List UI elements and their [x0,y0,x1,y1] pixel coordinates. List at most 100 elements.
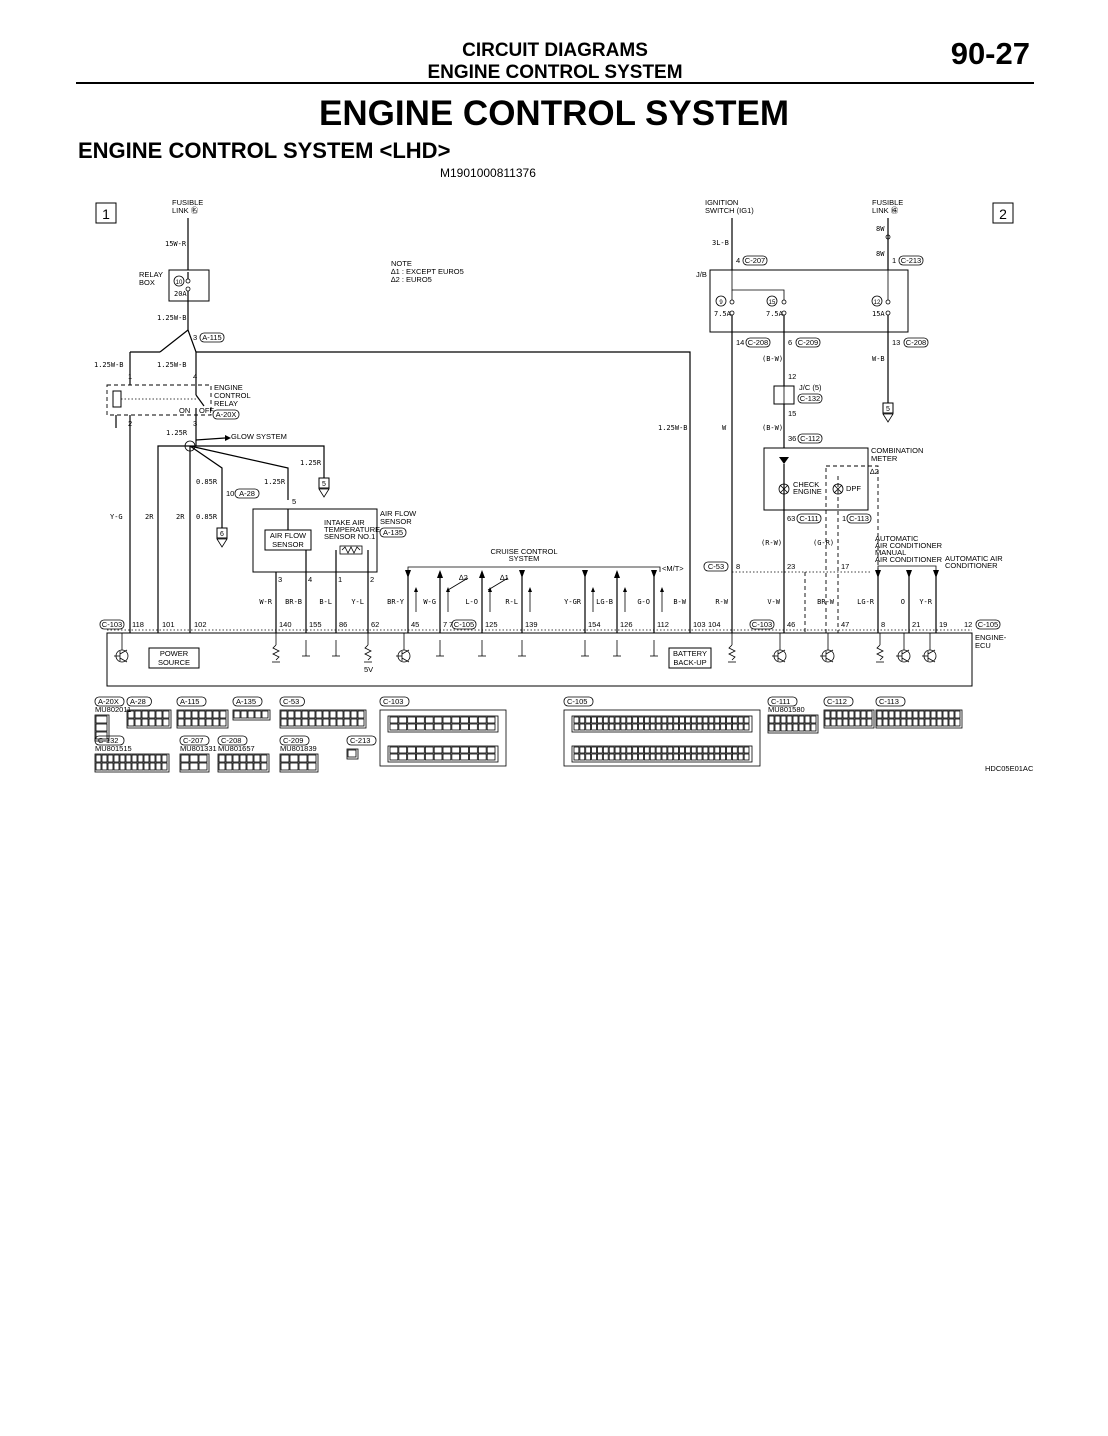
svg-text:3: 3 [193,419,197,428]
ecu-wire-103: B-W 103 [673,598,705,629]
svg-text:AIR FLOW: AIR FLOW [270,531,307,540]
svg-text:RELAY: RELAY [139,270,163,279]
svg-text:C-53: C-53 [283,697,299,706]
svg-text:5: 5 [292,497,296,506]
svg-text:METER: METER [871,454,898,463]
svg-text:2: 2 [370,575,374,584]
svg-text:Y-G: Y-G [110,513,123,521]
cruise-control-system: CRUISE CONTROL SYSTEM <M/T> ∆2 ∆1 [407,547,684,591]
svg-text:A-20X: A-20X [98,697,119,706]
svg-text:A-20X: A-20X [216,410,237,419]
svg-text:DPF: DPF [846,484,861,493]
svg-text:(B-W): (B-W) [762,355,783,363]
svg-text:C-111: C-111 [771,697,790,706]
ecu-pin-label: 45 [411,620,419,629]
svg-text:118: 118 [132,620,144,629]
section-title: CIRCUIT DIAGRAMS [462,40,648,61]
section-header: CIRCUIT DIAGRAMS ENGINE CONTROL SYSTEM [400,40,710,84]
svg-text:FUSIBLE: FUSIBLE [872,198,903,207]
engine-ecu: ENGINE- ECU C-103 118 101 102 POWER SOUR… [99,619,1007,687]
svg-text:(B-W): (B-W) [762,424,783,432]
svg-text:CONTROL: CONTROL [214,391,251,400]
svg-text:101: 101 [162,620,175,629]
svg-text:OFF: OFF [199,406,214,415]
ecu-wire-7: W-G 7 [423,570,450,633]
ecu-wire-46: V-W46 [767,598,795,629]
svg-text:1.25R: 1.25R [300,459,322,467]
ecu-pin-label: 112 [657,620,669,629]
svg-text:J/C (5): J/C (5) [799,383,822,392]
header-rule [76,82,1034,84]
svg-text:8: 8 [736,562,740,571]
relay-box: RELAY BOX 10 20A [139,269,210,302]
reference-code: M1901000811376 [440,166,536,180]
svg-text:C-112: C-112 [800,434,820,443]
connector-face-a-135: A-135 [232,696,271,721]
svg-text:MU801839: MU801839 [280,744,317,753]
ecu-wire-group: W-R140BR-B155B-L86Y-L62BR-Y45W-G7L-O125R… [259,570,947,633]
svg-text:SENSOR: SENSOR [380,517,412,526]
svg-text:1.25R: 1.25R [166,429,188,437]
svg-text:1.25R: 1.25R [264,478,286,486]
svg-text:A-28: A-28 [130,697,146,706]
svg-text:C-213: C-213 [350,736,370,745]
wire-color-label: B-W [673,598,686,606]
svg-text:4: 4 [193,372,197,381]
svg-text:MU801331: MU801331 [180,744,217,753]
svg-text:10: 10 [176,280,183,286]
svg-text:C-112: C-112 [827,697,847,706]
svg-text:∆2 : EURO5: ∆2 : EURO5 [391,275,432,284]
svg-text:20A: 20A [174,290,187,298]
svg-text:C-103: C-103 [383,697,403,706]
ecu-pin-label: 8 [881,620,885,629]
ecu-pin-label: 125 [485,620,498,629]
svg-text:C-209: C-209 [283,736,303,745]
svg-text:C-209: C-209 [798,338,818,347]
svg-text:5: 5 [886,406,890,413]
wire-color-label: B-L [319,598,332,606]
wire-color-label: W-G [423,598,436,606]
svg-text:A-115: A-115 [180,697,199,706]
ecu-pin-label: 155 [309,620,322,629]
svg-text:7.5A: 7.5A [714,310,732,318]
svg-text:ENGINE-: ENGINE- [975,633,1007,642]
air-flow-sensor: AIR FLOW SENSOR INTAKE AIR TEMPERATURE S… [252,508,417,573]
svg-text:IGNITION: IGNITION [705,198,738,207]
ecu-pin-label: 154 [588,620,601,629]
svg-text:1.25W-B: 1.25W-B [94,361,124,369]
svg-text:MANUAL: MANUAL [875,548,906,557]
ecu-wire-47: BR-W47 [817,598,849,629]
svg-text:C-208: C-208 [748,338,768,347]
footer-code: HDC05E01AC [985,764,1034,773]
svg-text:63: 63 [787,514,795,523]
svg-text:10: 10 [226,489,234,498]
svg-text:C-111: C-111 [799,514,818,523]
svg-text:1: 1 [842,514,846,523]
ecu-pin-label: 7 [443,620,447,629]
svg-text:3: 3 [278,575,282,584]
svg-text:2R: 2R [145,513,154,521]
connector-face-c-53: C-53 [279,696,367,729]
svg-text:W: W [722,424,727,432]
svg-text:1.25W-B: 1.25W-B [658,424,688,432]
svg-text:6: 6 [788,338,792,347]
svg-text:A-135: A-135 [236,697,256,706]
svg-text:36: 36 [788,434,796,443]
svg-text:SOURCE: SOURCE [158,658,190,667]
sheet-marker-2: 2 [992,202,1014,224]
svg-text:3: 3 [193,333,197,342]
connector-face-c-105: C-105 [563,696,761,767]
ecu-pin-label: 103 [693,620,706,629]
svg-text:(G-R): (G-R) [813,539,834,547]
svg-text:ENGINE: ENGINE [793,487,822,496]
svg-text:MU801657: MU801657 [218,744,255,753]
svg-text:12: 12 [964,620,972,629]
svg-text:C-103: C-103 [752,620,772,629]
